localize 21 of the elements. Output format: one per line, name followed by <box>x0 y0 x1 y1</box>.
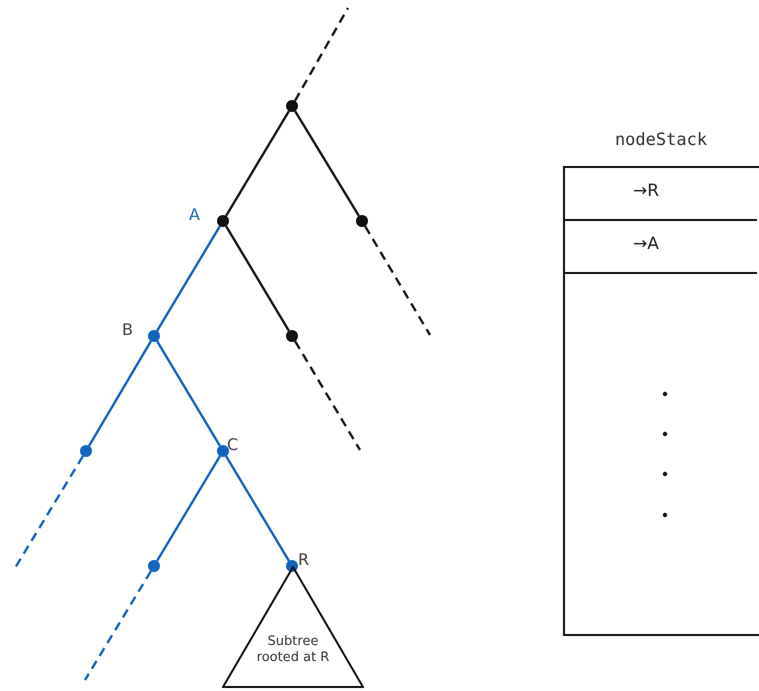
tree-branch-line <box>156 456 221 562</box>
tree-branch-line <box>156 226 221 332</box>
tree-branch-line <box>88 340 152 446</box>
dashed-branch-line <box>84 570 152 681</box>
node-label: B <box>122 321 133 339</box>
tree-branch-line <box>225 110 290 216</box>
dashed-branch-line <box>294 340 362 451</box>
subtree-caption: Subtree rooted at R <box>256 634 330 666</box>
dashed-branch-line <box>294 7 350 102</box>
node-label: R <box>298 551 310 569</box>
dashed-branch-line <box>364 226 432 336</box>
tree-branch-line <box>156 340 221 446</box>
tree-branch-line <box>225 226 290 332</box>
tree-branch-line <box>225 456 290 562</box>
stack-cell: →R <box>565 169 757 221</box>
stack-cell: →A <box>565 222 757 274</box>
node-label: C <box>227 436 238 454</box>
node-label: A <box>189 206 200 224</box>
dashed-branch-line <box>14 456 84 569</box>
tree-branch-line <box>294 110 360 216</box>
stack-title: nodeStack <box>614 130 708 150</box>
